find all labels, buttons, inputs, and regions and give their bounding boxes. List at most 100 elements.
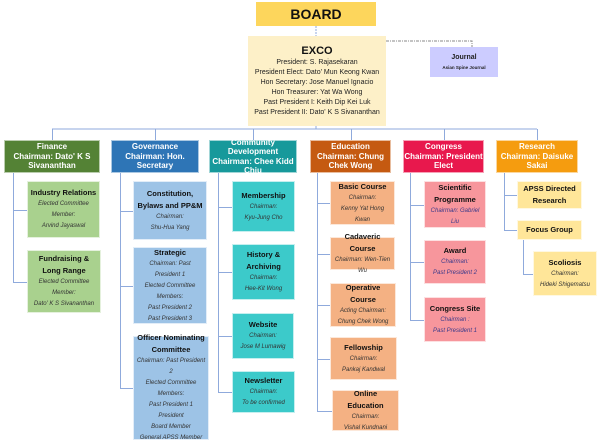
- committee-detail: Chairman: Past President 2: [136, 358, 206, 375]
- committee-detail: Chairman: Gabriel Liu: [430, 207, 480, 225]
- committee-detail: General APSS Member: [139, 435, 203, 441]
- journal-title: Journal: [451, 54, 477, 61]
- committee-detail: Arvind Jayaswal: [41, 223, 86, 229]
- committee-title: Website: [248, 320, 278, 329]
- committee-detail: Vishal Kundnani: [343, 424, 388, 431]
- committee-detail: Chairman:: [249, 203, 278, 210]
- committee-detail: Chairman :: [440, 316, 470, 323]
- connector-line: [443, 129, 445, 140]
- department-chairman: Chairman: Daisuke Sakai: [500, 151, 574, 171]
- committee-detail: Shu-Hua Yang: [150, 224, 190, 231]
- board-label: BOARD: [290, 6, 342, 22]
- department-name: Governance: [131, 142, 179, 152]
- committee-detail: Chairman:: [351, 413, 380, 420]
- committee-detail: Past President 1: [148, 402, 194, 408]
- board-box: BOARD: [256, 2, 376, 26]
- exco-member: Past President II: Dato' K S Sivananthan: [254, 108, 380, 116]
- committee-detail: Acting Chairman:: [339, 308, 387, 314]
- exco-member: President Elect: Dato' Mun Keong Kwan: [254, 68, 380, 76]
- committee-title: Industry Relations: [30, 188, 97, 197]
- connector-line: [317, 358, 330, 360]
- connector-line: [120, 388, 133, 389]
- department-chairman: Chairman: Chung Chek Wong: [316, 151, 385, 171]
- connector-line: [120, 210, 133, 212]
- connector-line: [317, 203, 330, 204]
- committee-title: Scientific Programme: [434, 182, 476, 204]
- connector-line: [218, 392, 232, 393]
- committee-detail: Elected Committee Members:: [145, 380, 197, 397]
- connector-line: [120, 285, 133, 287]
- connector-line: [13, 281, 27, 283]
- connector-line: [317, 253, 330, 255]
- connector-line: [537, 129, 538, 140]
- department-chairman: Chairman: Hon. Secretary: [125, 151, 185, 171]
- connector-line: [504, 173, 505, 230]
- committee-detail: Past President 2: [147, 304, 193, 311]
- department-chairman: Chairman: Dato' K S Sivananthan: [13, 151, 91, 171]
- department-name: Education: [331, 142, 370, 152]
- department-name: Congress: [425, 142, 462, 152]
- exco-box: EXCO President: S. Rajasekaran President…: [248, 36, 386, 126]
- committee-title: Online Education: [347, 388, 384, 410]
- committee-box: APSS Directed Research: [517, 181, 582, 209]
- connector-line: [410, 319, 424, 321]
- committee-box: Focus Group: [517, 220, 582, 240]
- committee-title: Officer Nominating Committee: [137, 333, 205, 354]
- connector-line: [218, 336, 232, 337]
- committee-detail: Elected Committee Member:: [38, 201, 89, 218]
- committee-title: Operative Course: [345, 283, 381, 304]
- connector-line: [523, 240, 524, 274]
- department-name: Research: [518, 142, 556, 152]
- committee-title: Scoliosis: [548, 257, 582, 267]
- connector-line: [120, 173, 121, 388]
- committee-detail: Pankaj Kandwal: [341, 366, 386, 373]
- connector-line: [13, 209, 27, 211]
- committee-detail: Chairman:: [156, 213, 184, 220]
- department-chairman: Chairman: President Elect: [404, 151, 483, 171]
- committee-detail: Chairman: Wen-Tien Wu: [334, 256, 391, 274]
- connector-line: [504, 195, 517, 196]
- committee-detail: Kenny Yat Hong Kwan: [340, 205, 385, 223]
- committee-detail: To be confirmed: [242, 400, 285, 406]
- committee-detail: Chairman:: [441, 259, 469, 265]
- committee-detail: Hee-Kit Wong: [244, 286, 283, 292]
- connector-line: [218, 206, 232, 208]
- connector-line: [410, 204, 424, 206]
- connector-line: [13, 173, 14, 282]
- committee-detail: Chairman:: [551, 270, 579, 277]
- connector-line: [317, 305, 330, 306]
- committee-detail: President: [158, 413, 184, 419]
- committee-title: History & Archiving: [246, 250, 281, 271]
- committee-title: Congress Site: [429, 303, 481, 313]
- connector-line: [504, 230, 517, 231]
- committee-title: Strategic: [153, 247, 187, 257]
- connector-line: [317, 173, 318, 411]
- committee-detail: Elected Committee Members:: [144, 282, 196, 300]
- committee-detail: Chairman:: [349, 355, 378, 362]
- connector-line: [52, 129, 53, 140]
- committee-detail: Chung Chek Wong: [337, 319, 389, 325]
- exco-member: President: S. Rajasekaran: [276, 58, 358, 66]
- committee-detail: Past President 1: [432, 327, 478, 334]
